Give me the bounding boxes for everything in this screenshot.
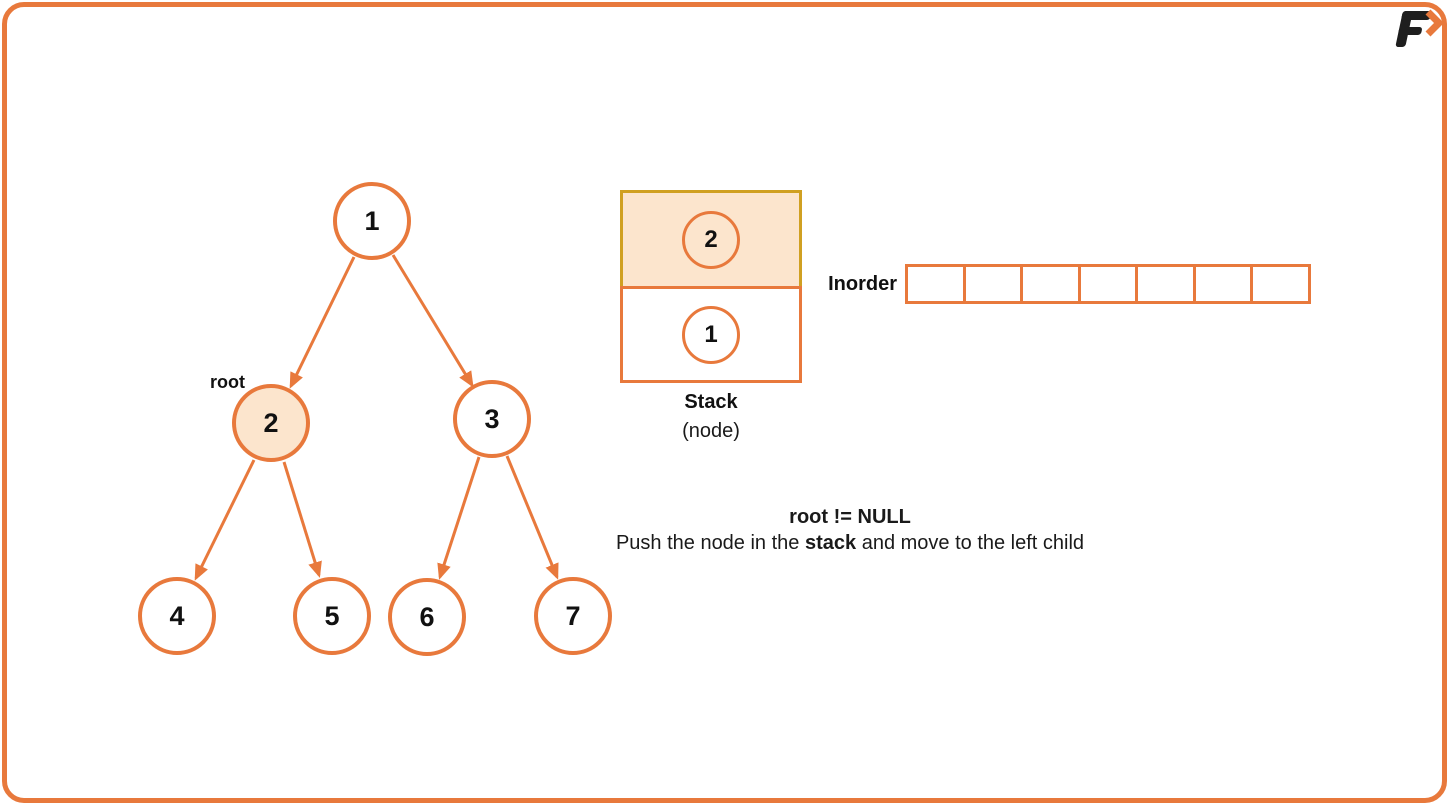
caption-action-bold: stack <box>804 532 857 554</box>
inorder-cell-0 <box>908 267 963 301</box>
logo-letter-f <box>1395 11 1432 47</box>
stack-cell-bottom: 1 <box>620 286 802 383</box>
edge-3-6 <box>437 456 481 580</box>
inorder-array <box>905 264 1311 304</box>
tree-node-1: 1 <box>333 182 411 260</box>
inorder-label: Inorder <box>828 273 897 295</box>
caption-action: Push the node in the stack and move to t… <box>500 532 1200 555</box>
stack-title: Stack <box>684 391 738 413</box>
tree-node-6: 6 <box>388 578 466 656</box>
tree-node-5: 5 <box>293 577 371 655</box>
tree-node-2-current: 2 <box>232 384 310 462</box>
inorder-cell-3 <box>1077 267 1136 301</box>
caption-action-prefix: Push the node in the <box>615 532 805 554</box>
logo-arrow-icon <box>1425 9 1444 37</box>
tree-node-3: 3 <box>453 380 531 458</box>
stack-item-1: 1 <box>682 305 740 364</box>
inorder-cell-4 <box>1135 267 1193 301</box>
edge-1-2 <box>289 256 356 389</box>
root-pointer-label: root <box>210 372 245 392</box>
tree-node-7: 7 <box>534 577 612 655</box>
stack-box: 2 1 <box>620 190 802 383</box>
stack-cell-top: 2 <box>620 190 802 286</box>
edge-2-5 <box>282 461 322 578</box>
face-prep-logo <box>1395 9 1444 47</box>
caption-action-suffix: and move to the left child <box>856 532 1085 554</box>
inorder-cell-1 <box>962 267 1021 301</box>
inorder-cell-5 <box>1192 267 1251 301</box>
stack-subtitle: (node) <box>682 420 740 442</box>
step-caption: root != NULL Push the node in the stack … <box>500 506 1200 555</box>
edge-1-3 <box>391 254 474 388</box>
inorder-cell-2 <box>1020 267 1078 301</box>
tree-node-4: 4 <box>138 577 216 655</box>
inorder-cell-6 <box>1250 267 1309 301</box>
caption-condition: root != NULL <box>789 506 911 528</box>
stack-item-2: 2 <box>682 210 740 269</box>
edge-2-4 <box>194 459 256 581</box>
